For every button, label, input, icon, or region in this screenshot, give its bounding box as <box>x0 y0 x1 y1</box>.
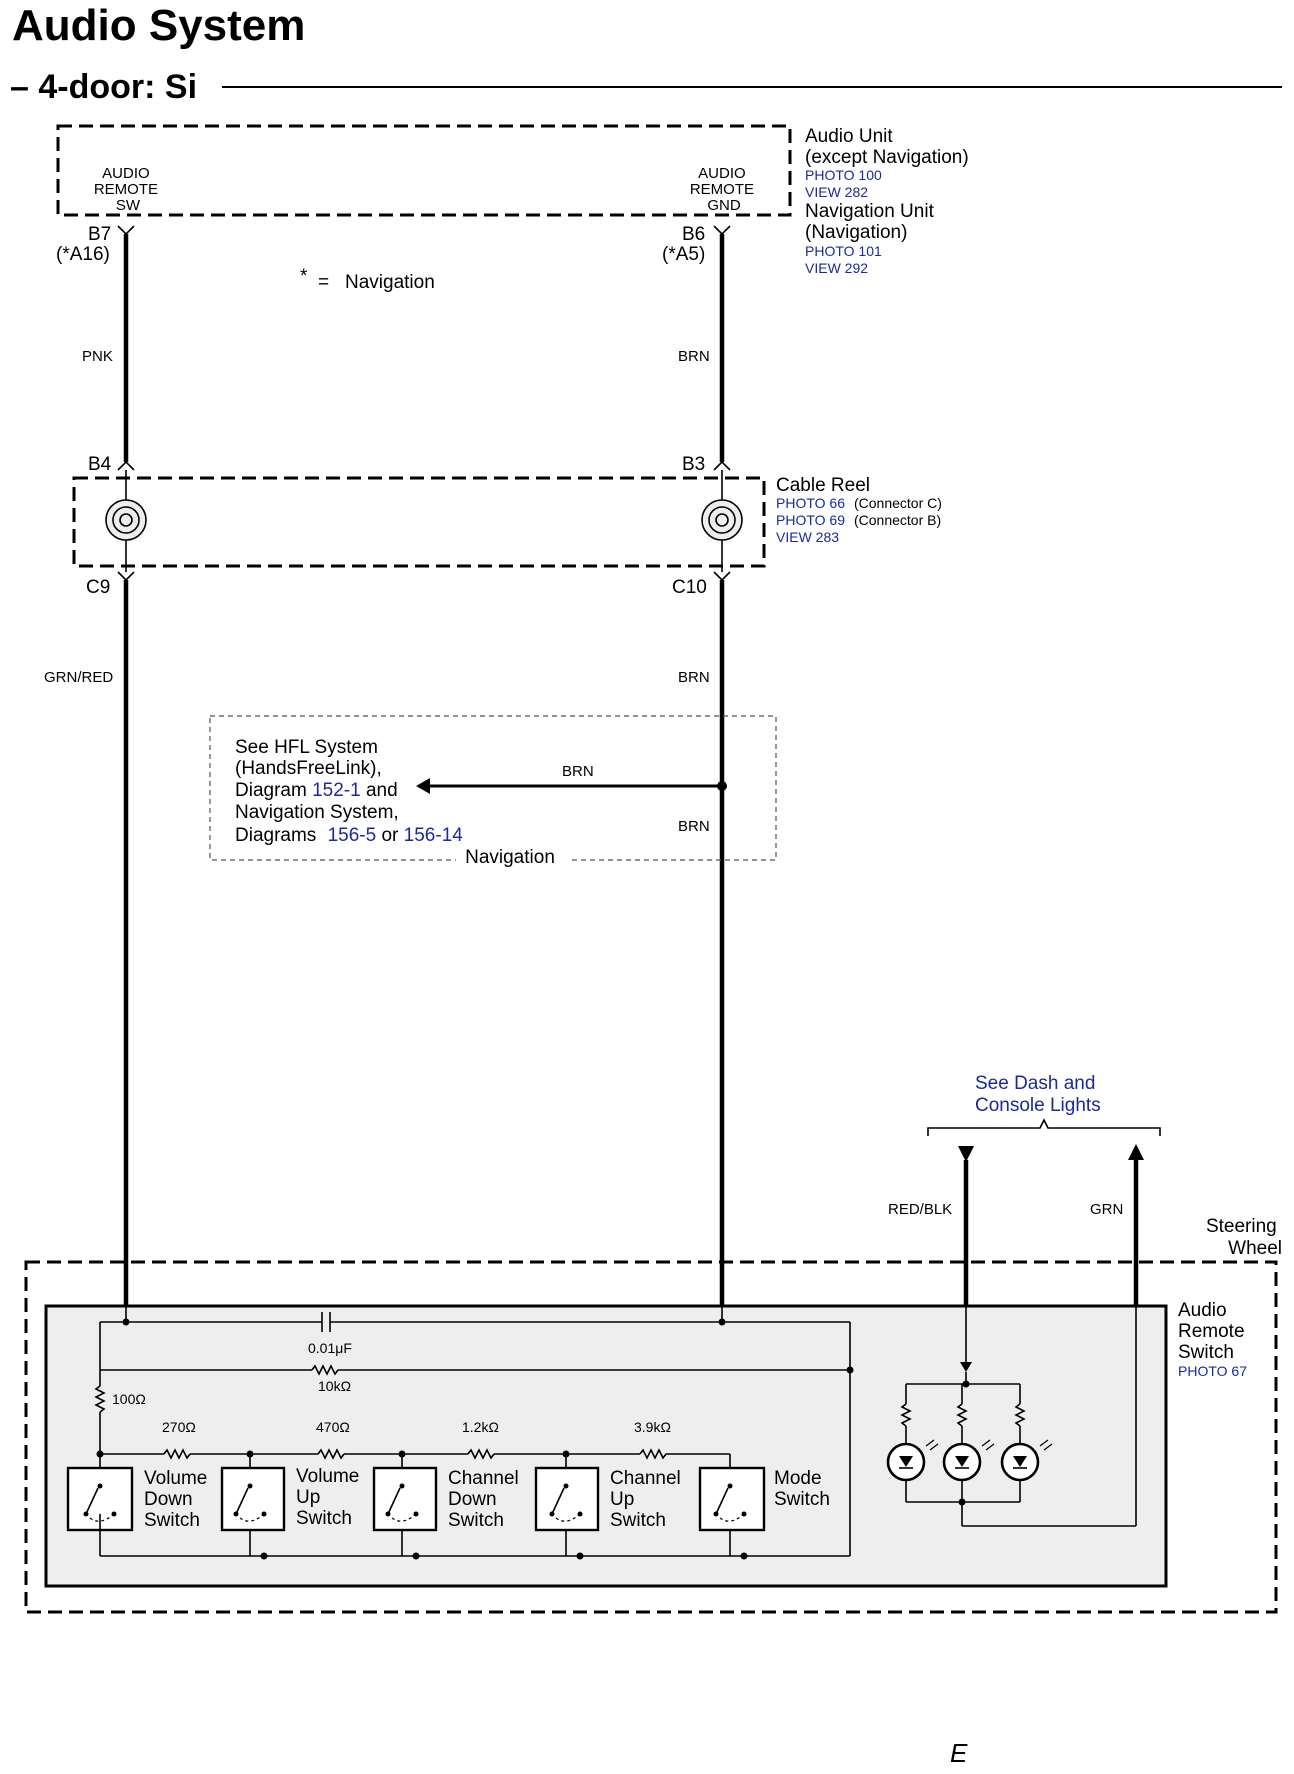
volume-down-switch-label: Volume Down Switch <box>144 1468 213 1531</box>
channel-up-switch-label: Channel Up Switch <box>610 1468 686 1531</box>
illumination-led-circuit <box>886 1306 1137 1527</box>
resistor-1-2k-value: 1.2kΩ <box>462 1419 499 1435</box>
navigation-unit-label: Navigation Unit (Navigation) <box>805 201 939 243</box>
terminal-a16: (*A16) <box>56 244 110 265</box>
cable-reel-box <box>72 476 766 568</box>
cable-reel-photo66-link[interactable]: PHOTO 66 <box>776 495 845 511</box>
hfl-note-line4: Navigation System, <box>235 802 399 823</box>
navigation-unit-photo-link[interactable]: PHOTO 101 <box>805 243 882 259</box>
pin-label-audio-remote-sw: AUDIO REMOTE SW <box>94 165 162 214</box>
pin-label-audio-remote-gnd: AUDIO REMOTE GND <box>690 165 758 214</box>
terminal-c10: C10 <box>672 577 707 598</box>
dash-console-lights-link[interactable]: See Dash and Console Lights <box>975 1073 1101 1116</box>
legend-equals: = <box>318 272 329 293</box>
wire-label-brn-lower: BRN <box>678 669 710 686</box>
terminal-b7: B7 <box>88 224 111 245</box>
audio-unit-view-link[interactable]: VIEW 282 <box>805 184 868 200</box>
volume-down-switch <box>66 1466 134 1532</box>
hfl-caption-navigation: Navigation <box>465 847 555 868</box>
connector-c9-symbol <box>117 571 135 582</box>
audio-remote-switch-label: Audio Remote Switch <box>1178 1300 1250 1363</box>
terminal-b3: B3 <box>682 454 705 475</box>
capacitor-value: 0.01μF <box>308 1340 352 1356</box>
channel-down-switch-label: Channel Down Switch <box>448 1468 524 1531</box>
cable-reel-label: Cable Reel <box>776 475 870 496</box>
channel-down-switch <box>372 1466 438 1532</box>
cable-reel-photo69-note: (Connector B) <box>854 512 941 528</box>
remote-switch-circuit <box>94 1306 854 1560</box>
wire-label-grn-red: GRN/RED <box>44 669 113 686</box>
steering-wheel-box <box>24 1260 1278 1614</box>
page-subtitle: – 4-door: Si <box>10 68 197 106</box>
resistor-10k-value: 10kΩ <box>318 1378 351 1394</box>
diagram-156-14-link[interactable]: 156-14 <box>404 825 464 846</box>
grn-arrow-icon <box>1128 1144 1144 1160</box>
page-title: Audio System <box>12 1 305 50</box>
wire-label-pnk: PNK <box>82 348 113 365</box>
page-letter: E <box>950 1738 968 1768</box>
terminal-b4: B4 <box>88 454 112 475</box>
connector-b6-symbol <box>713 225 731 236</box>
cable-reel-coil-right <box>701 499 743 541</box>
hfl-note-line2: (HandsFreeLink), <box>235 758 382 779</box>
cable-reel-photo69-link[interactable]: PHOTO 69 <box>776 512 845 528</box>
wire-label-brn-branch: BRN <box>562 763 594 780</box>
mode-switch <box>698 1466 766 1532</box>
terminal-c9: C9 <box>86 577 110 598</box>
cable-reel-photo66-note: (Connector C) <box>854 495 942 511</box>
hfl-splice-dot <box>717 781 727 791</box>
resistor-270-value: 270Ω <box>162 1419 196 1435</box>
wire-label-brn-branch-down: BRN <box>678 818 710 835</box>
volume-up-switch-label: Volume Up Switch <box>296 1466 365 1529</box>
channel-up-switch <box>534 1466 600 1532</box>
navigation-unit-view-link[interactable]: VIEW 292 <box>805 260 868 276</box>
wire-label-grn: GRN <box>1090 1201 1123 1218</box>
connector-b3-symbol <box>713 460 731 471</box>
cable-reel-coil-left <box>105 499 147 541</box>
resistor-100-value: 100Ω <box>112 1391 146 1407</box>
hfl-note-line1: See HFL System <box>235 737 378 758</box>
hfl-note-line5: Diagrams 156-5 or 156-14 <box>235 825 463 846</box>
terminal-a5: (*A5) <box>662 244 705 265</box>
audio-unit-box <box>56 124 792 217</box>
hfl-caption-bg <box>456 850 568 870</box>
terminal-b6: B6 <box>682 224 705 245</box>
hfl-note-line3: Diagram 152-1 and <box>235 780 398 801</box>
diagram-156-5-link[interactable]: 156-5 <box>328 825 377 846</box>
connector-b4-symbol <box>117 460 135 471</box>
hfl-branch-arrow-icon <box>416 778 430 794</box>
volume-up-switch <box>220 1466 286 1532</box>
wire-label-red-blk: RED/BLK <box>888 1201 952 1218</box>
legend-navigation: Navigation <box>345 272 435 293</box>
audio-unit-label: Audio Unit (except Navigation) <box>805 126 969 168</box>
audio-remote-switch-photo-link[interactable]: PHOTO 67 <box>1178 1363 1247 1379</box>
resistor-470-value: 470Ω <box>316 1419 350 1435</box>
diagram-152-1-link[interactable]: 152-1 <box>312 780 361 801</box>
audio-remote-switch-box <box>44 1304 1168 1588</box>
legend-star: * <box>300 266 308 287</box>
audio-unit-photo-link[interactable]: PHOTO 100 <box>805 167 882 183</box>
wire-label-brn-upper: BRN <box>678 348 710 365</box>
steering-wheel-label: Steering Wheel <box>1206 1216 1282 1259</box>
dash-lights-brace <box>927 1118 1161 1136</box>
connector-c10-symbol <box>713 571 731 582</box>
resistor-3-9k-value: 3.9kΩ <box>634 1419 671 1435</box>
mode-switch-label: Mode Switch <box>774 1468 830 1510</box>
connector-b7-symbol <box>117 225 135 236</box>
cable-reel-view-link[interactable]: VIEW 283 <box>776 529 839 545</box>
red-blk-arrow-icon <box>958 1146 974 1162</box>
